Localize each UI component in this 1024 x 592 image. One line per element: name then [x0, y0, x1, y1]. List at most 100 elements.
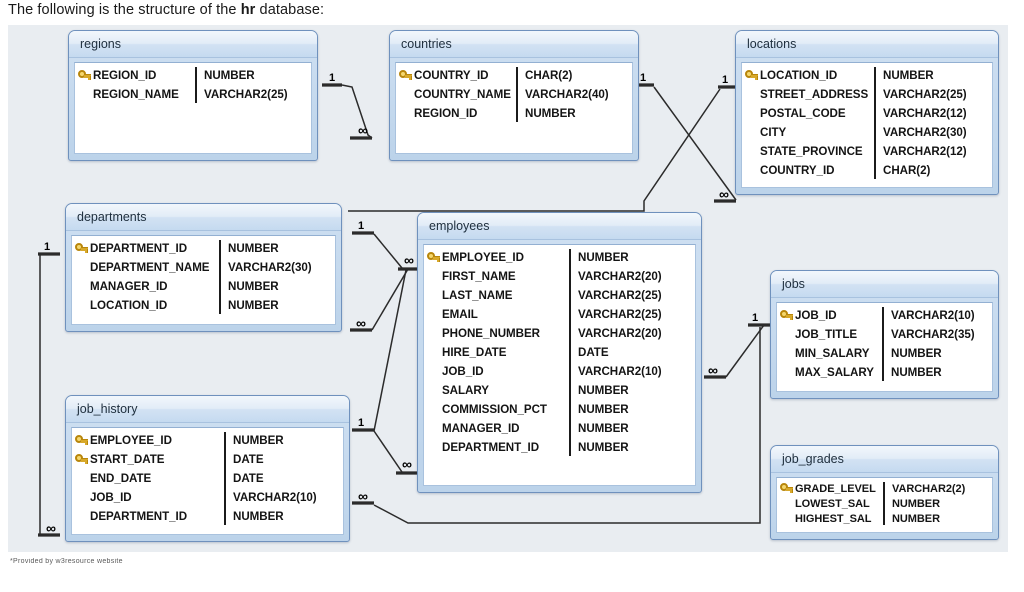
field-type-row: VARCHAR2(12) — [883, 104, 967, 123]
cardinality-label: 1 — [44, 241, 51, 253]
primary-key-icon — [74, 239, 89, 258]
cardinality-m-departments-1r: 1 — [358, 221, 364, 232]
field-type: DATE — [578, 346, 609, 359]
field-type-row: NUMBER — [204, 66, 288, 85]
field-name: HIRE_DATE — [442, 346, 507, 359]
cardinality-m-locations-inf: ∞ — [719, 186, 729, 202]
field-row: MAX_SALARY — [779, 363, 882, 382]
field-type-row: VARCHAR2(10) — [578, 362, 662, 381]
field-type: NUMBER — [578, 422, 629, 435]
cardinality-m-regions-1: 1 — [329, 73, 335, 84]
field-key-spacer — [779, 363, 794, 382]
field-row: SALARY — [426, 381, 569, 400]
source-note: *Provided by w3resource website — [10, 558, 123, 565]
field-row: MANAGER_ID — [426, 419, 569, 438]
field-type-row: DATE — [578, 343, 662, 362]
field-key-spacer — [744, 85, 759, 104]
field-type: NUMBER — [525, 107, 576, 120]
field-row: LOWEST_SAL — [779, 496, 883, 511]
connector-regions-countries — [341, 84, 373, 139]
field-type: VARCHAR2(30) — [228, 261, 312, 274]
field-name: REGION_NAME — [93, 88, 179, 101]
cardinality-m-jobhistory-infl: ∞ — [46, 521, 56, 535]
field-row: DEPARTMENT_ID — [74, 239, 219, 258]
field-row: HIGHEST_SAL — [779, 511, 883, 526]
field-key-spacer — [426, 362, 441, 381]
page-title: The following is the structure of the hr… — [8, 2, 324, 18]
field-type-row: VARCHAR2(25) — [204, 85, 288, 104]
field-type: VARCHAR2(10) — [233, 491, 317, 504]
field-type: NUMBER — [233, 510, 284, 523]
cardinality-m-employees-infb: ∞ — [402, 457, 412, 471]
field-type: VARCHAR2(40) — [525, 88, 609, 101]
field-name: DEPARTMENT_ID — [90, 510, 188, 523]
field-type: VARCHAR2(25) — [578, 289, 662, 302]
cardinality-label: ∞ — [358, 488, 368, 504]
connector-jobs-employees — [725, 324, 765, 378]
field-key-spacer — [426, 305, 441, 324]
field-name: DEPARTMENT_NAME — [90, 261, 210, 274]
cardinality-label: ∞ — [358, 122, 368, 138]
entity-title-locations: locations — [736, 31, 998, 58]
field-type: NUMBER — [578, 441, 629, 454]
cardinality-m-employees-infr: ∞ — [708, 362, 718, 378]
connector-employees-jobhistory-cross — [373, 269, 407, 432]
field-name: COUNTRY_ID — [760, 164, 835, 177]
field-key-spacer — [74, 469, 89, 488]
field-key-spacer — [426, 381, 441, 400]
cardinality-m-departments-1l: 1 — [44, 241, 51, 253]
field-key-spacer — [426, 267, 441, 286]
field-type-row: VARCHAR2(20) — [578, 267, 662, 286]
cardinality-label: ∞ — [708, 362, 718, 378]
field-name: MIN_SALARY — [795, 347, 870, 360]
cardinality-m-countries-inf: ∞ — [358, 122, 368, 138]
field-name: COUNTRY_NAME — [414, 88, 511, 101]
field-type: VARCHAR2(12) — [883, 107, 967, 120]
column-types-regions: NUMBER VARCHAR2(25) — [197, 63, 288, 107]
field-type: VARCHAR2(12) — [883, 145, 967, 158]
field-name: REGION_ID — [414, 107, 478, 120]
field-name: EMPLOYEE_ID — [90, 434, 172, 447]
field-type-row: VARCHAR2(10) — [891, 306, 975, 325]
field-type-row: NUMBER — [578, 438, 662, 457]
column-divider — [195, 67, 197, 103]
column-divider — [219, 240, 221, 314]
cardinality-label: ∞ — [356, 315, 366, 331]
field-type: VARCHAR2(25) — [883, 88, 967, 101]
field-key-spacer — [426, 400, 441, 419]
column-types-countries: CHAR(2) VARCHAR2(40) NUMBER — [518, 63, 609, 126]
field-row: POSTAL_CODE — [744, 104, 874, 123]
field-key-spacer — [398, 85, 413, 104]
primary-key-icon — [744, 66, 759, 85]
field-type-row: CHAR(2) — [525, 66, 609, 85]
field-row: DEPARTMENT_NAME — [74, 258, 219, 277]
entity-title-job_history: job_history — [66, 396, 349, 423]
field-row: DEPARTMENT_ID — [74, 507, 224, 526]
field-key-spacer — [426, 419, 441, 438]
field-type-row: NUMBER — [883, 66, 967, 85]
field-row: STREET_ADDRESS — [744, 85, 874, 104]
column-divider — [569, 249, 571, 456]
field-type: NUMBER — [233, 434, 284, 447]
field-row: CITY — [744, 123, 874, 142]
cardinality-label: ∞ — [719, 186, 729, 202]
entity-title-countries: countries — [390, 31, 638, 58]
field-type: VARCHAR2(25) — [204, 88, 288, 101]
field-name: EMPLOYEE_ID — [442, 251, 524, 264]
field-name: MANAGER_ID — [90, 280, 168, 293]
field-row: EMPLOYEE_ID — [74, 431, 224, 450]
